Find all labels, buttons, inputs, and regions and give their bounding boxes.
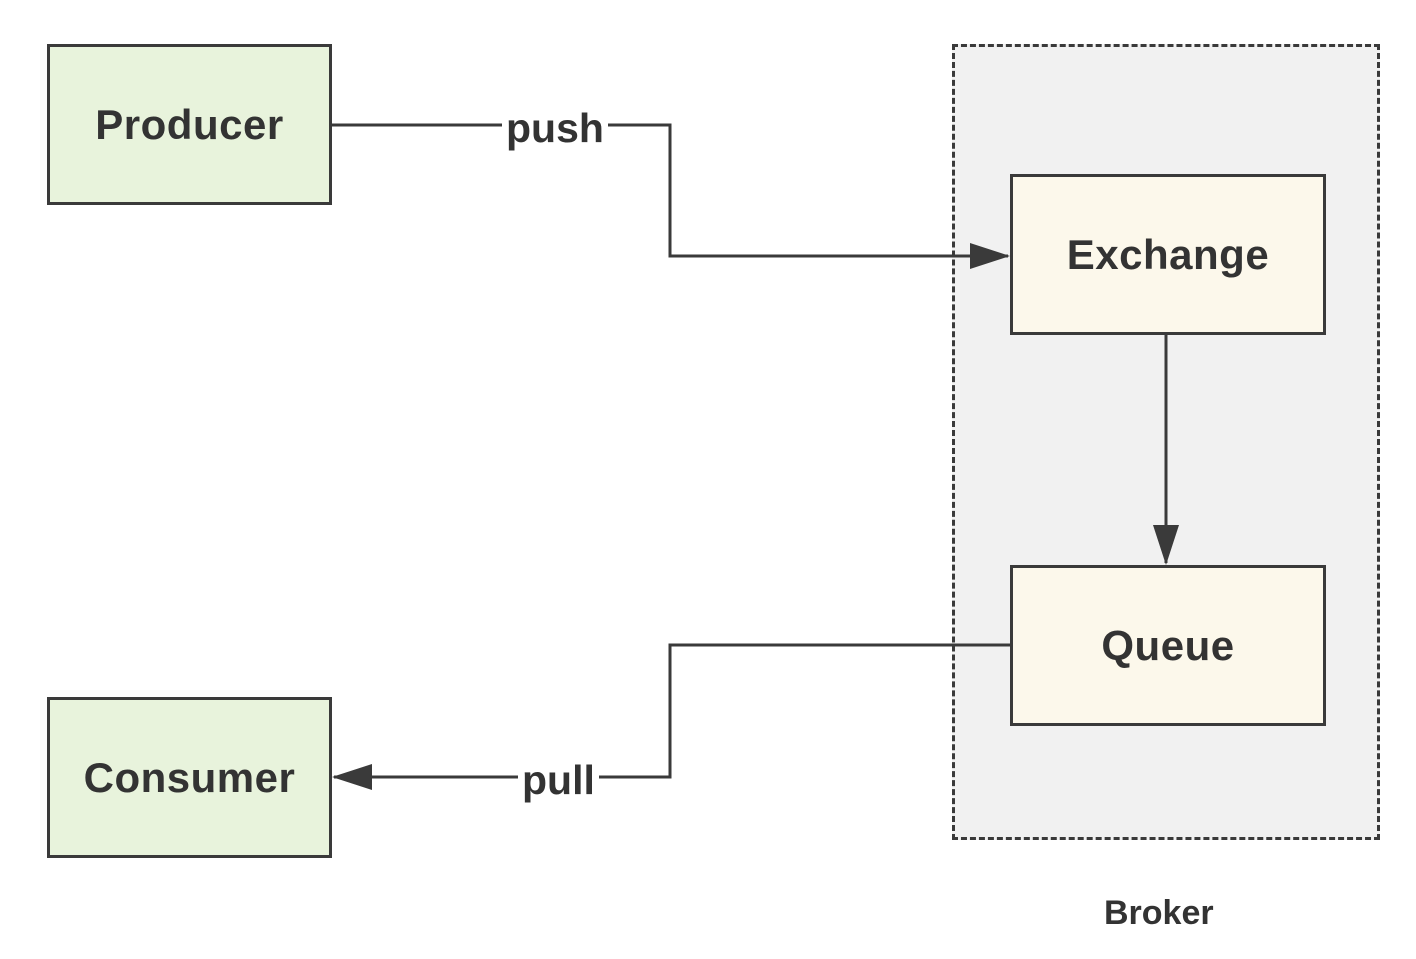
edge-pull [332, 643, 1010, 790]
edge-push [332, 123, 1010, 269]
consumer-label: Consumer [83, 753, 296, 801]
consumer-node: Consumer [47, 697, 332, 858]
producer-node: Producer [47, 44, 332, 205]
push-edge-label: push [502, 106, 608, 150]
broker-group-label: Broker [1104, 894, 1214, 932]
exchange-label: Exchange [1066, 230, 1270, 278]
pull-edge-label: pull [518, 758, 599, 802]
producer-label: Producer [95, 100, 284, 148]
exchange-node: Exchange [1010, 174, 1326, 335]
queue-label: Queue [1101, 621, 1235, 669]
queue-node: Queue [1010, 565, 1326, 726]
